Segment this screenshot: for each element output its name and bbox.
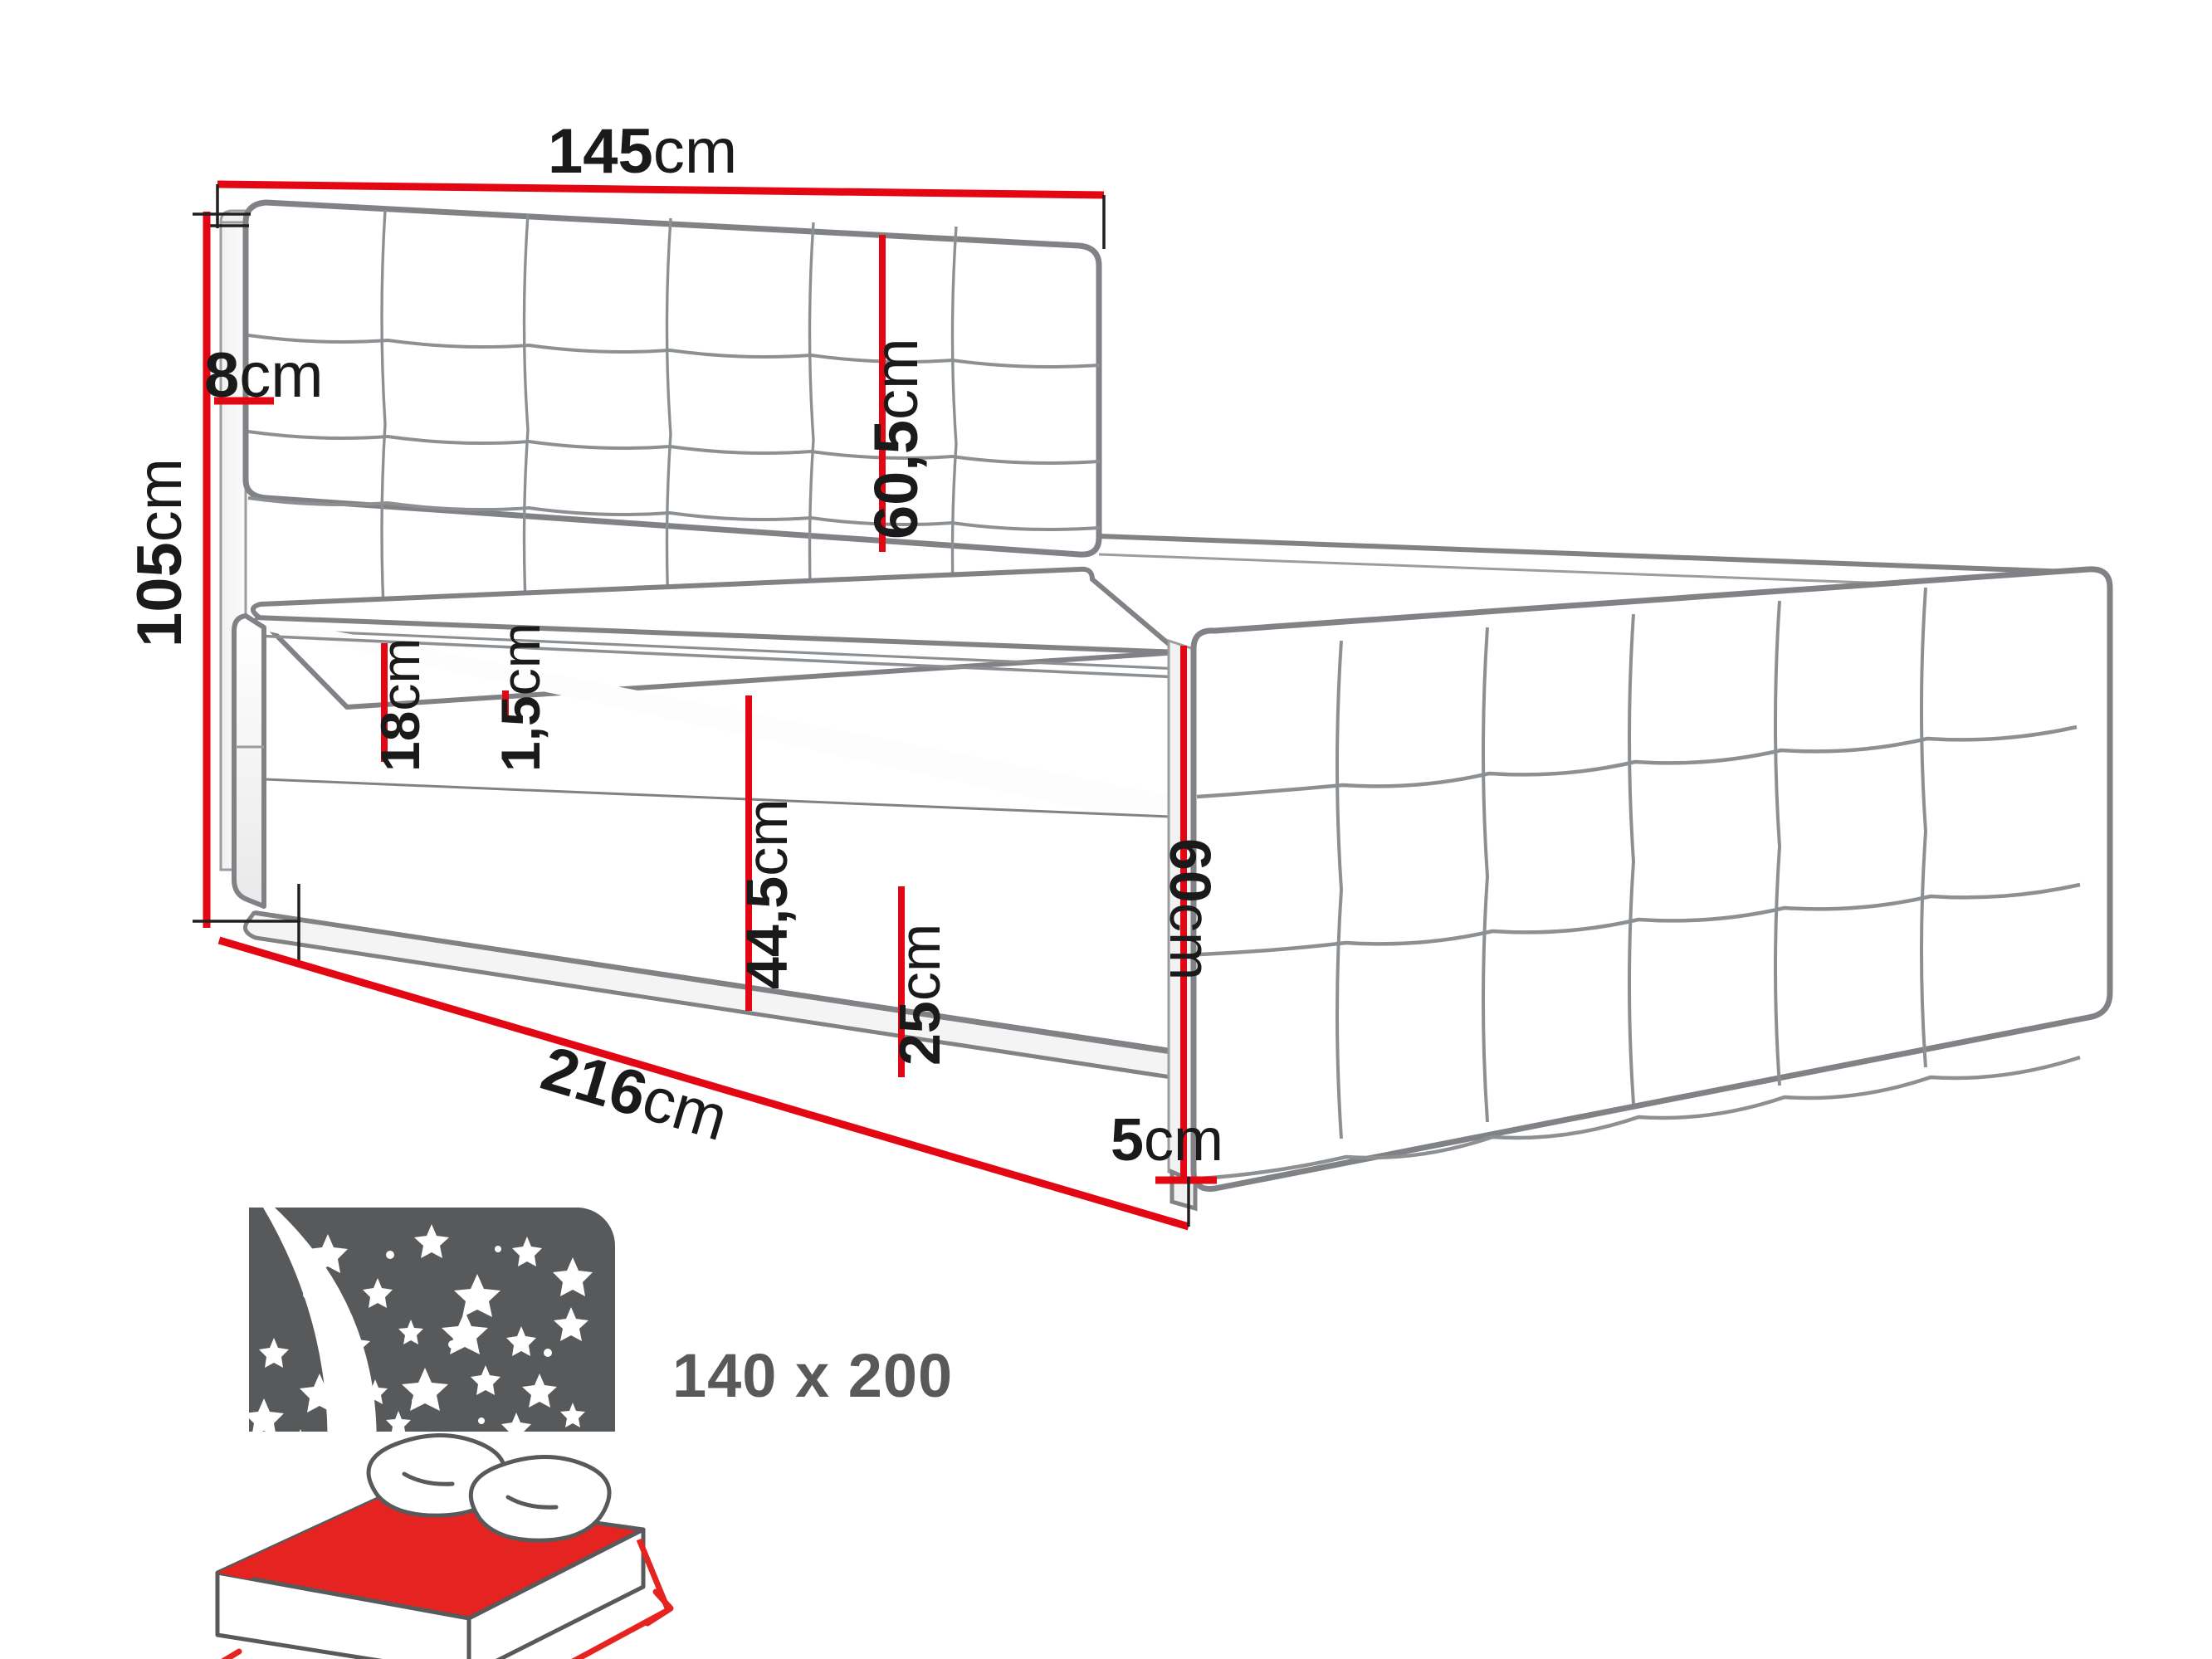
label-105cm: 105cm	[125, 458, 195, 647]
label-5cm: 5cm	[1111, 1107, 1223, 1173]
mattress-measure-arrows	[221, 1538, 674, 1659]
footboard-panel	[1190, 566, 2113, 1193]
stars	[249, 1224, 593, 1433]
label-25cm: 25cm	[887, 924, 952, 1066]
label-18cm: 18cm	[369, 638, 431, 772]
label-60cm: 60cm	[1158, 838, 1223, 980]
label-60-5cm: 60,5cm	[862, 338, 930, 539]
dimline-145cm	[217, 180, 1105, 199]
mattress-size-icon: 140 x 200	[215, 1208, 953, 1659]
dimline-216cm	[217, 936, 1190, 1231]
label-1-5cm: 1,5cm	[490, 622, 551, 772]
label-145cm: 145cm	[548, 116, 737, 187]
label-44-5cm: 44,5cm	[735, 798, 799, 989]
bed-illustration	[219, 199, 2113, 1212]
label-8cm: 8cm	[204, 340, 324, 411]
mattress-size-label: 140 x 200	[672, 1341, 953, 1410]
label-216cm: 216cm	[534, 1033, 735, 1154]
base-box-side	[254, 780, 1183, 1055]
pillows	[366, 1432, 612, 1543]
starry-sky-backdrop	[249, 1208, 616, 1433]
bed-base-left-end	[232, 613, 266, 909]
dimension-annotations	[193, 180, 1217, 1231]
